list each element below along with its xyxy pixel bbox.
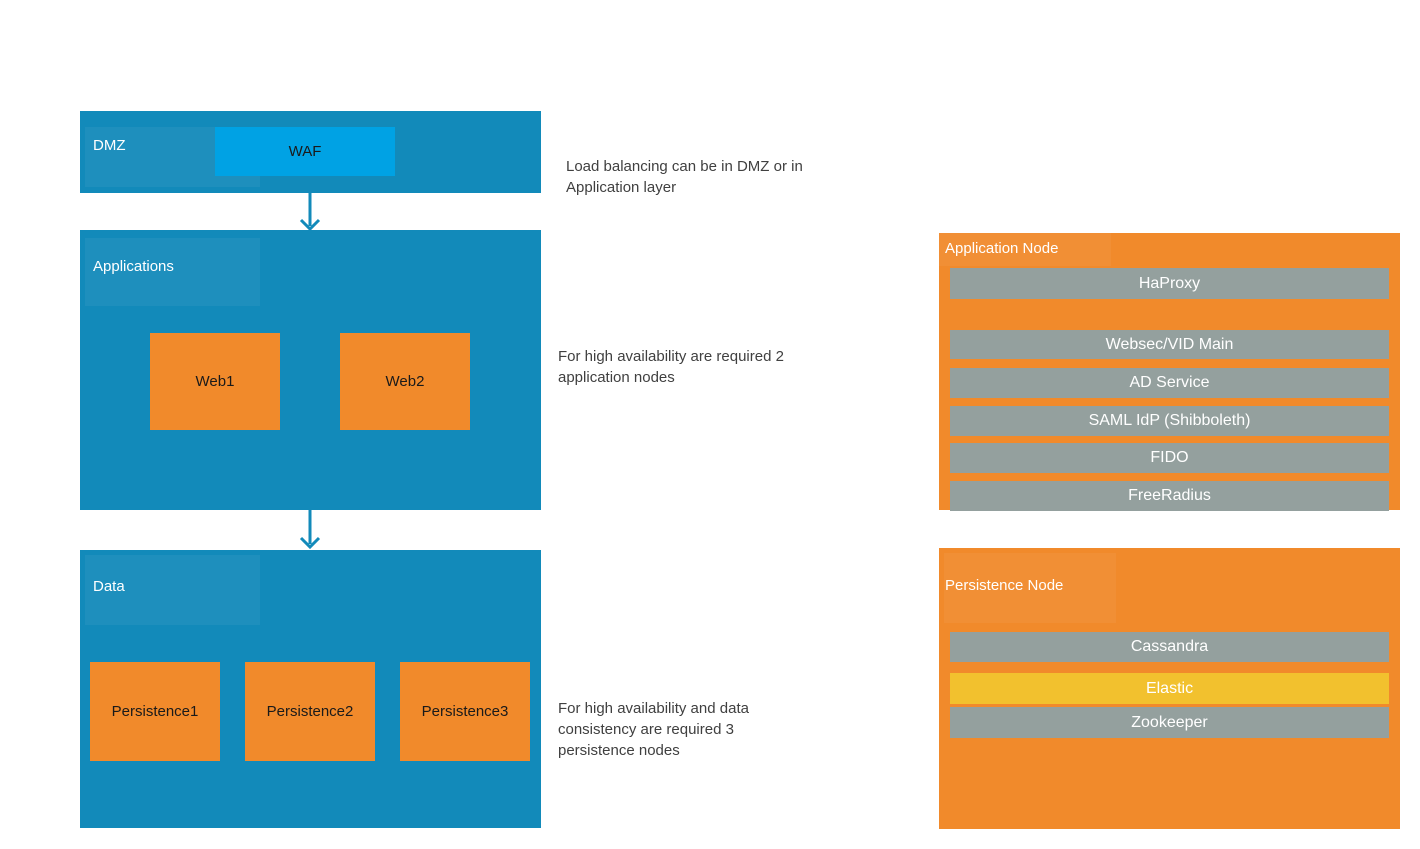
service-bar-saml-idp: SAML IdP (Shibboleth) [950,406,1389,436]
service-bar-haproxy: HaProxy [950,268,1389,299]
service-bar-fido: FIDO [950,443,1389,473]
application-node-title: Application Node [945,240,1059,257]
annotation-line: Load balancing can be in DMZ or in [566,158,803,175]
service-bar-freeradius: FreeRadius [950,481,1389,511]
layer-dmz-label: DMZ [93,137,126,154]
application-node-box: Application Node HaProxy Websec/VID Main… [939,233,1400,511]
annotation-line: For high availability and data [558,700,749,717]
annotation-line: Application layer [566,179,677,196]
service-bar-ad-service: AD Service [950,368,1389,398]
layer-data: Data Persistence1 Persistence2 Persisten… [80,550,541,828]
layer-applications: Applications Web1 Web2 [80,230,541,510]
layer-applications-label: Applications [93,258,174,275]
annotation-data: For high availability and data consisten… [558,698,868,761]
persistence2-node: Persistence2 [245,662,375,761]
annotation-line: For high availability are required 2 [558,348,784,365]
service-bar-websec-vid-main: Websec/VID Main [950,330,1389,359]
persistence1-node: Persistence1 [90,662,220,761]
annotation-line: consistency are required 3 [558,721,734,738]
web1-node: Web1 [150,333,280,430]
annotation-line: application nodes [558,369,675,386]
arrow-down-icon [299,510,321,549]
service-bar-zookeeper: Zookeeper [950,707,1389,738]
layer-dmz: DMZ WAF [80,111,541,193]
persistence-node-title: Persistence Node [945,577,1064,594]
waf-node: WAF [215,127,395,176]
annotation-line: persistence nodes [558,742,680,759]
persistence3-node: Persistence3 [400,662,530,761]
annotation-applications: For high availability are required 2 app… [558,346,868,388]
web2-node: Web2 [340,333,470,430]
layer-data-label: Data [93,578,125,595]
arrow-down-icon [299,193,321,231]
service-bar-elastic: Elastic [950,673,1389,704]
annotation-dmz: Load balancing can be in DMZ or in Appli… [566,156,876,198]
persistence-node-box: Persistence Node Cassandra Elastic Zooke… [939,548,1400,829]
service-bar-cassandra: Cassandra [950,632,1389,662]
